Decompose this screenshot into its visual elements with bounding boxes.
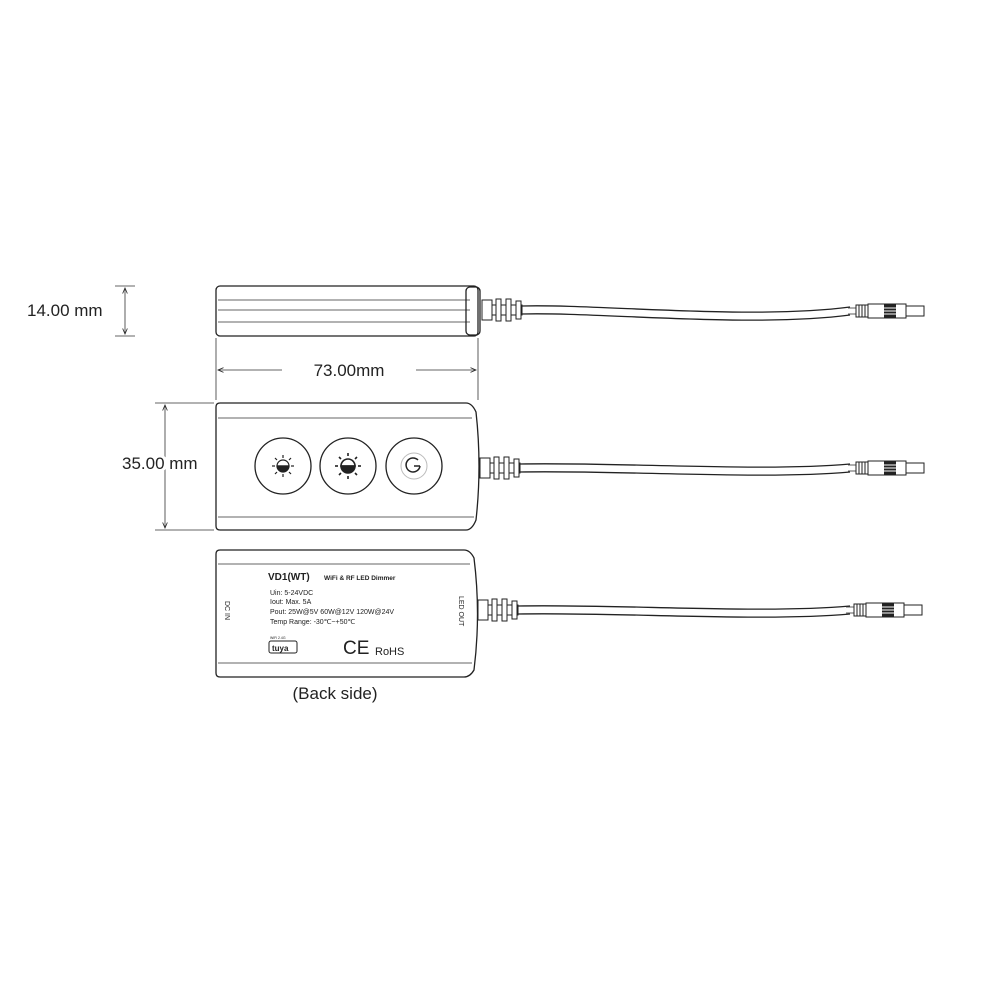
length-label: 73.00mm <box>314 361 385 380</box>
led-out-label: LED OUT <box>457 596 464 627</box>
tuya-logo: tuya <box>272 644 289 653</box>
iout-label: Iout: Max. 5A <box>270 599 312 606</box>
temp-label: Temp Range: -30℃~+50℃ <box>270 619 356 626</box>
pout-label: Pout: 25W@5V 60W@12V 120W@24V <box>270 609 394 616</box>
uin-label: Uin: 5-24VDC <box>270 590 313 597</box>
ce-mark: CE <box>343 638 369 659</box>
height-dimension: 14.00 mm <box>27 285 135 337</box>
power-button <box>385 437 443 495</box>
model-label: VD1(WT) <box>268 572 310 583</box>
top-view <box>215 402 925 531</box>
width-dimension: 35.00 mm <box>119 402 214 531</box>
brightness-down-button <box>254 437 312 495</box>
side-view <box>215 285 925 337</box>
brightness-up-icon <box>335 453 361 479</box>
brightness-down-icon <box>272 455 294 477</box>
product-label: WiFi & RF LED Dimmer <box>324 575 396 582</box>
back-view: VD1(WT) WiFi & RF LED Dimmer Uin: 5-24VD… <box>215 549 923 678</box>
wifi-mark: WiFi 2.4G <box>270 636 286 640</box>
back-side-caption: (Back side) <box>292 684 377 703</box>
height-label: 14.00 mm <box>27 301 103 320</box>
length-dimension: 73.00mm <box>215 338 479 400</box>
brightness-up-button <box>319 437 377 495</box>
rohs-mark: RoHS <box>375 646 404 658</box>
dc-in-label: DC IN <box>223 601 230 620</box>
width-label: 35.00 mm <box>122 454 198 473</box>
power-icon <box>400 452 428 480</box>
